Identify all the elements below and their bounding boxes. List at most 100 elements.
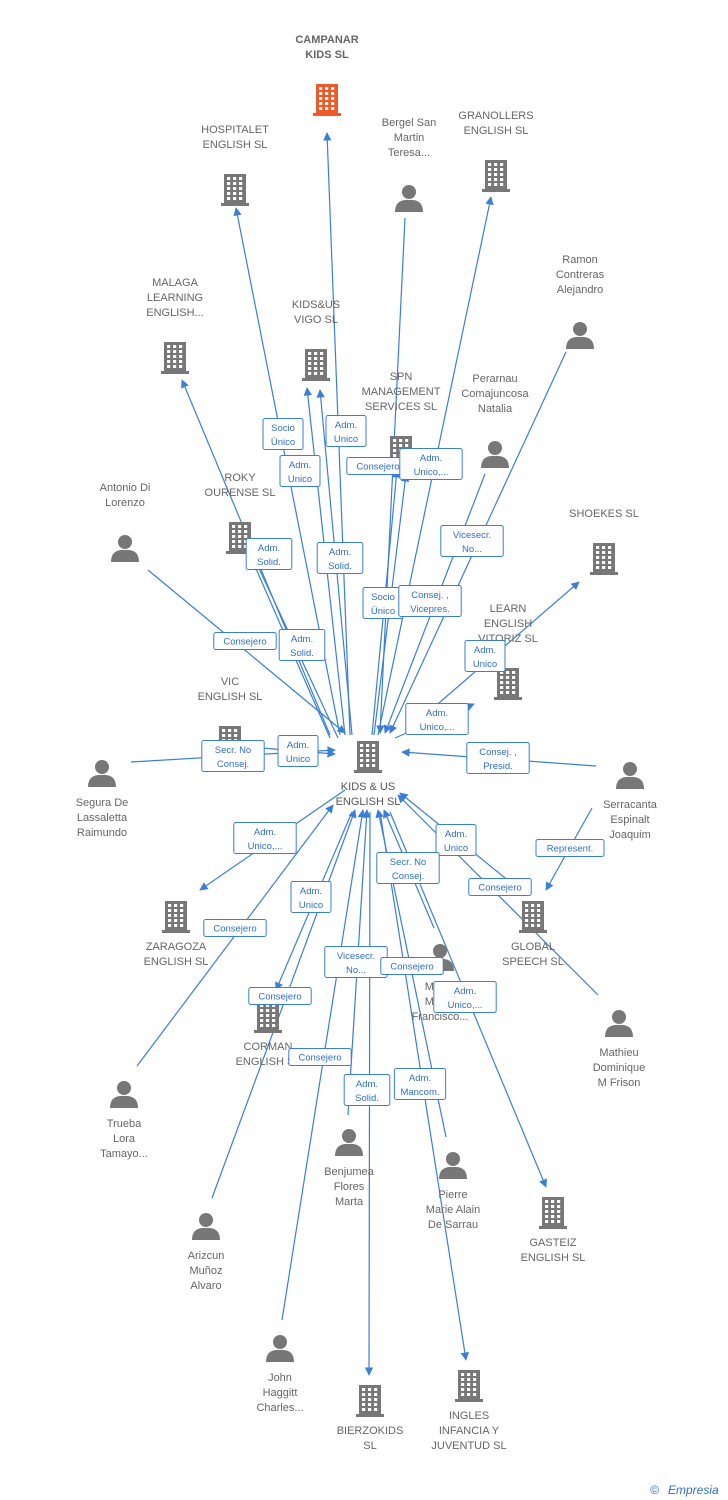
relation-label-text: Solid. (257, 557, 281, 568)
relation-label-text: Adm. (335, 420, 357, 431)
node-trueba[interactable]: TruebaLoraTamayo... (100, 1081, 148, 1160)
node-perarnau-label-line: Comajuncosa (461, 388, 529, 400)
relation-label: Adm.Unico (277, 735, 319, 767)
relation-label-text: Consej. (392, 871, 424, 882)
node-vic-label-line: ENGLISH SL (198, 691, 263, 703)
node-spn-label-line: SPN (390, 371, 413, 383)
relation-label-text: Vicesecr. (337, 951, 375, 962)
node-ramon-label-line: Alejandro (557, 284, 603, 296)
relation-label: Adm.Unico,... (233, 822, 297, 854)
relation-label-text: Consejero (258, 992, 301, 1003)
relation-label: Consejero (248, 987, 312, 1005)
relation-label-text: Adm. (300, 886, 322, 897)
relation-label-text: No... (346, 965, 366, 976)
building-icon (226, 522, 254, 554)
node-learn-label-line: LEARN (490, 603, 527, 615)
relation-label: Adm.Solid. (316, 542, 364, 574)
relation-label: Represent. (535, 839, 605, 857)
building-icon (590, 543, 618, 575)
node-shoekes[interactable]: SHOEKES SL (569, 508, 639, 575)
relation-label-text: Unico,... (420, 722, 455, 733)
relation-label-text: Adm. (356, 1079, 378, 1090)
building-icon (162, 901, 190, 933)
building-icon (455, 1370, 483, 1402)
node-gasteiz-label-line: ENGLISH SL (521, 1252, 586, 1264)
node-bergel-label-line: Teresa... (388, 147, 430, 159)
node-malaga-label-line: ENGLISH... (146, 307, 203, 319)
relation-label: Consej. ,Vicepres. (398, 585, 462, 617)
relation-label: Adm.Unico (435, 824, 477, 856)
relation-label-text: Adm. (254, 827, 276, 838)
node-benjumea-label-line: Marta (335, 1196, 364, 1208)
relation-label-text: Adm. (420, 453, 442, 464)
building-icon (494, 668, 522, 700)
relation-label-text: Vicesecr. (453, 530, 491, 541)
node-martin-label-line: Francisco... (412, 1011, 469, 1023)
node-bierzokids-label-line: SL (363, 1440, 376, 1452)
node-antonio-label-line: Antonio Di (100, 482, 151, 494)
copyright-symbol: © (650, 1483, 659, 1497)
node-spn-label-line: MANAGEMENT (362, 386, 441, 398)
center-label-line: ENGLISH SL (336, 796, 401, 808)
node-trueba-label-line: Tamayo... (100, 1148, 148, 1160)
node-john-label-line: Haggitt (263, 1387, 298, 1399)
node-malaga-label-line: LEARNING (147, 292, 203, 304)
relation-label-text: Secr. No (390, 857, 426, 868)
relation-label-text: Unico (288, 474, 312, 485)
node-vic-label-line: VIC (221, 676, 239, 688)
relation-label-text: Represent. (547, 844, 593, 855)
relation-label-text: Adm. (474, 645, 496, 656)
relation-label-text: Secr. No (215, 745, 251, 756)
node-ramon-label-line: Ramon (562, 254, 597, 266)
relation-label: Consejero (468, 878, 532, 896)
node-malaga[interactable]: MALAGA LEARNING ENGLISH... (146, 277, 204, 374)
person-icon (192, 1213, 220, 1240)
relation-label: Vicesecr.No... (440, 525, 504, 557)
node-pierre-label-line: Marie Alain (426, 1204, 480, 1216)
relation-label-text: Adm. (291, 634, 313, 645)
building-icon (354, 741, 382, 773)
relation-label-text: Consejero (298, 1053, 341, 1064)
building-icon (519, 901, 547, 933)
node-john[interactable]: JohnHaggittCharles... (256, 1335, 304, 1414)
node-granollers-label-line: GRANOLLERS (458, 110, 533, 122)
relation-label-text: Adm. (258, 543, 280, 554)
node-serracanta-label-line: Serracanta (603, 799, 658, 811)
relation-label-text: Unico (286, 754, 310, 765)
relation-label: Vicesecr. No... (324, 946, 388, 978)
relation-labels: SocioÚnicoAdm.UnicoAdm.UnicoConsejeroAdm… (201, 415, 605, 1106)
node-malaga-label-line: MALAGA (152, 277, 199, 289)
node-bergel[interactable]: Bergel SanMartinTeresa... (382, 117, 436, 212)
node-perarnau-label-line: Perarnau (472, 373, 517, 385)
node-roky-label-line: OURENSE SL (205, 487, 276, 499)
relation-label-text: Consejero (223, 637, 266, 648)
relation-label-text: Unico,... (448, 1000, 483, 1011)
relation-label-text: Único (371, 606, 395, 617)
building-icon (539, 1197, 567, 1229)
building-icon (356, 1385, 384, 1417)
relation-label: Adm.Mancom. (393, 1068, 447, 1100)
